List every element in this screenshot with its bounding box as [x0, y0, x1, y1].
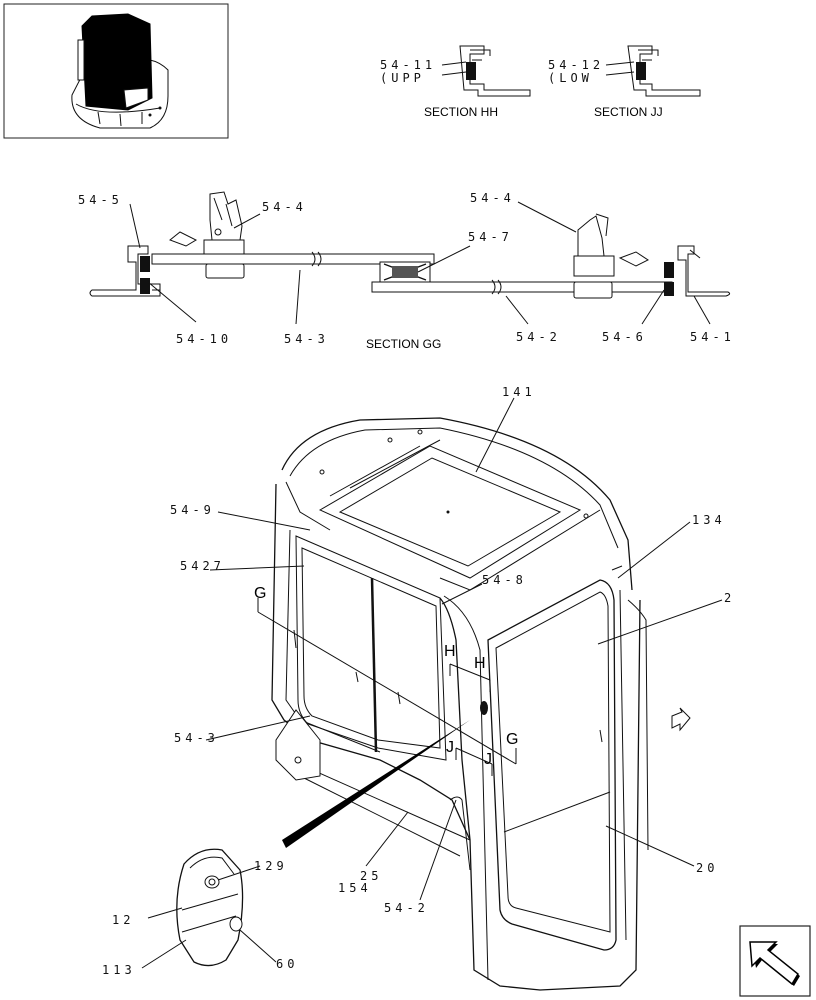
callout-54-1: 54-1 — [690, 330, 735, 344]
callout-54-9: 54-9 — [170, 503, 215, 517]
callout-54-2-bottom: 54-2 — [384, 901, 429, 915]
callout-54-5: 54-5 — [78, 193, 123, 207]
cab-thumbnail-icon[interactable] — [3, 3, 229, 139]
callout-54-4-left: 54-4 — [262, 200, 307, 214]
callout-54-8: 54-8 — [482, 573, 527, 587]
mirror-detail-drawing — [141, 848, 277, 969]
callout-141: 141 — [502, 385, 536, 399]
section-gg-title: SECTION GG — [366, 337, 441, 351]
callout-54-10: 54-10 — [176, 332, 232, 346]
callout-54-4-right: 54-4 — [470, 191, 515, 205]
section-hh-title: SECTION HH — [424, 105, 498, 119]
section-marker-h-right: H — [474, 655, 486, 672]
section-jj-title: SECTION JJ — [594, 105, 663, 119]
callout-113: 113 — [102, 963, 136, 977]
callout-12: 12 — [112, 913, 134, 927]
callout-54-3-top: 54-3 — [284, 332, 329, 346]
section-marker-j-right: J — [484, 751, 492, 768]
callout-54-7: 54-7 — [468, 230, 513, 244]
section-marker-g-right: G — [506, 731, 518, 748]
callout-54-11: 54-11 — [380, 58, 436, 72]
nav-arrow-icon[interactable] — [739, 925, 811, 997]
callout-60: 60 — [276, 957, 298, 971]
cab-assembly-drawing — [257, 417, 649, 991]
section-marker-j-left: J — [446, 739, 454, 756]
callout-54-3-bottom: 54-3 — [174, 731, 219, 745]
callout-134: 134 — [692, 513, 726, 527]
section-marker-g-left: G — [254, 585, 266, 602]
section-jj-note: (LOW — [548, 71, 593, 85]
callout-54-2-top: 54-2 — [516, 330, 561, 344]
section-hh-note: (UPP — [380, 71, 425, 85]
callout-5427: 5427 — [180, 559, 225, 573]
section-gg-diagram — [89, 191, 731, 325]
callout-2: 2 — [724, 591, 735, 605]
callout-54-12: 54-12 — [548, 58, 604, 72]
section-jj-diagram — [605, 45, 701, 97]
callout-129: 129 — [254, 859, 288, 873]
small-arrow-icon — [671, 707, 691, 732]
section-marker-h-left: H — [444, 643, 456, 660]
callout-20: 20 — [696, 861, 718, 875]
section-hh-diagram — [441, 45, 531, 97]
callout-25: 25 — [360, 869, 382, 883]
callout-54-6: 54-6 — [602, 330, 647, 344]
callout-154: 154 — [338, 881, 372, 895]
